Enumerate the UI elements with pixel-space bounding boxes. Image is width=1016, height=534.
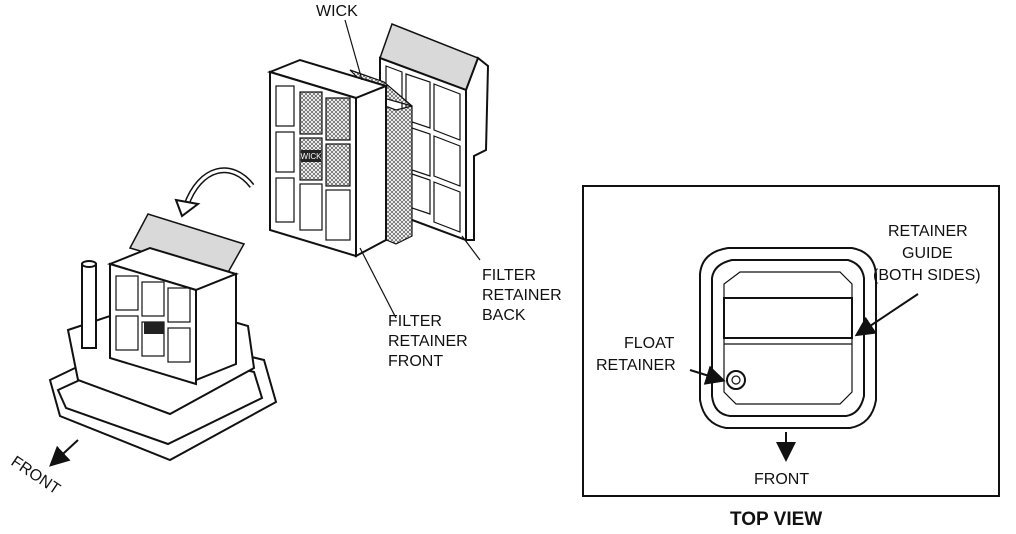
svg-text:RETAINER: RETAINER: [482, 287, 562, 304]
retainer-guide-label: RETAINER GUIDE (BOTH SIDES): [873, 223, 981, 284]
front-label-top: FRONT: [754, 471, 809, 488]
front-label-main: FRONT: [8, 453, 63, 498]
filter-retainer-front-label: FILTER RETAINER FRONT: [388, 313, 468, 370]
svg-text:FLOAT: FLOAT: [624, 335, 675, 352]
svg-text:RETAINER: RETAINER: [596, 357, 676, 374]
svg-text:FILTER: FILTER: [482, 267, 536, 284]
wick-logo: WICK: [301, 152, 323, 161]
filter-retainer-front-part: WICK: [266, 58, 390, 258]
humidifier-base: [48, 213, 278, 462]
svg-text:(BOTH SIDES): (BOTH SIDES): [873, 267, 981, 284]
svg-text:FILTER: FILTER: [388, 313, 442, 330]
top-view-title: TOP VIEW: [730, 509, 822, 530]
svg-text:GUIDE: GUIDE: [902, 245, 953, 262]
float-retainer-label: FLOAT RETAINER: [596, 335, 676, 374]
svg-text:BACK: BACK: [482, 307, 526, 324]
svg-text:RETAINER: RETAINER: [888, 223, 968, 240]
svg-text:RETAINER: RETAINER: [388, 333, 468, 350]
wick-label: WICK: [316, 3, 358, 20]
filter-retainer-back-label: FILTER RETAINER BACK: [482, 267, 562, 324]
svg-text:FRONT: FRONT: [388, 353, 443, 370]
